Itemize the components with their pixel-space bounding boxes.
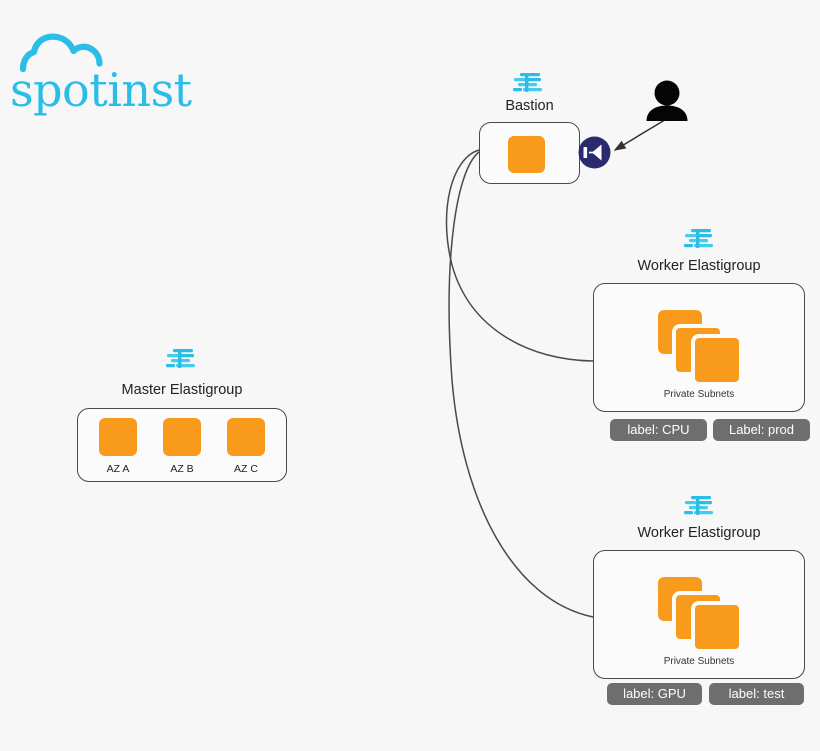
bastion-title: Bastion (505, 98, 554, 114)
stacked-instances-icon (658, 310, 743, 386)
elastigroup-icon (513, 73, 542, 92)
az-label-c: AZ C (234, 463, 258, 475)
worker-elastigroup-box-2[interactable]: Private Subnets (593, 550, 805, 679)
bastion-instance[interactable] (508, 136, 545, 173)
internet-gateway-icon[interactable] (578, 136, 611, 169)
worker-elastigroup-title-1: Worker Elastigroup (637, 258, 761, 274)
elastigroup-icon (166, 349, 195, 368)
master-elastigroup-title: Master Elastigroup (121, 382, 243, 398)
bastion-box[interactable] (479, 122, 580, 184)
spotinst-logo: spotinst (8, 33, 198, 115)
worker-chip-1-1[interactable]: label: CPU (610, 419, 707, 441)
cloud-icon (20, 33, 103, 73)
worker-chip-1-2[interactable]: Label: prod (713, 419, 810, 441)
az-label-a: AZ A (106, 463, 130, 475)
master-elastigroup-box[interactable]: AZ A AZ B AZ C (77, 408, 287, 482)
master-instance-az-c[interactable] (227, 418, 265, 456)
worker-elastigroup-title-2: Worker Elastigroup (637, 525, 761, 541)
master-instance-az-b[interactable] (163, 418, 201, 456)
private-subnets-label-2: Private Subnets (663, 656, 735, 667)
worker-elastigroup-box-1[interactable]: Private Subnets (593, 283, 805, 412)
master-instance-az-a[interactable] (99, 418, 137, 456)
worker-chip-2-2[interactable]: label: test (709, 683, 804, 705)
worker-chip-2-1[interactable]: label: GPU (607, 683, 702, 705)
elastigroup-icon (684, 229, 713, 248)
elastigroup-icon (684, 496, 713, 515)
user-icon (646, 80, 688, 121)
logo-wordmark: spotinst (10, 63, 192, 117)
az-label-b: AZ B (170, 463, 194, 475)
private-subnets-label-1: Private Subnets (663, 389, 735, 400)
stacked-instances-icon (658, 577, 743, 653)
